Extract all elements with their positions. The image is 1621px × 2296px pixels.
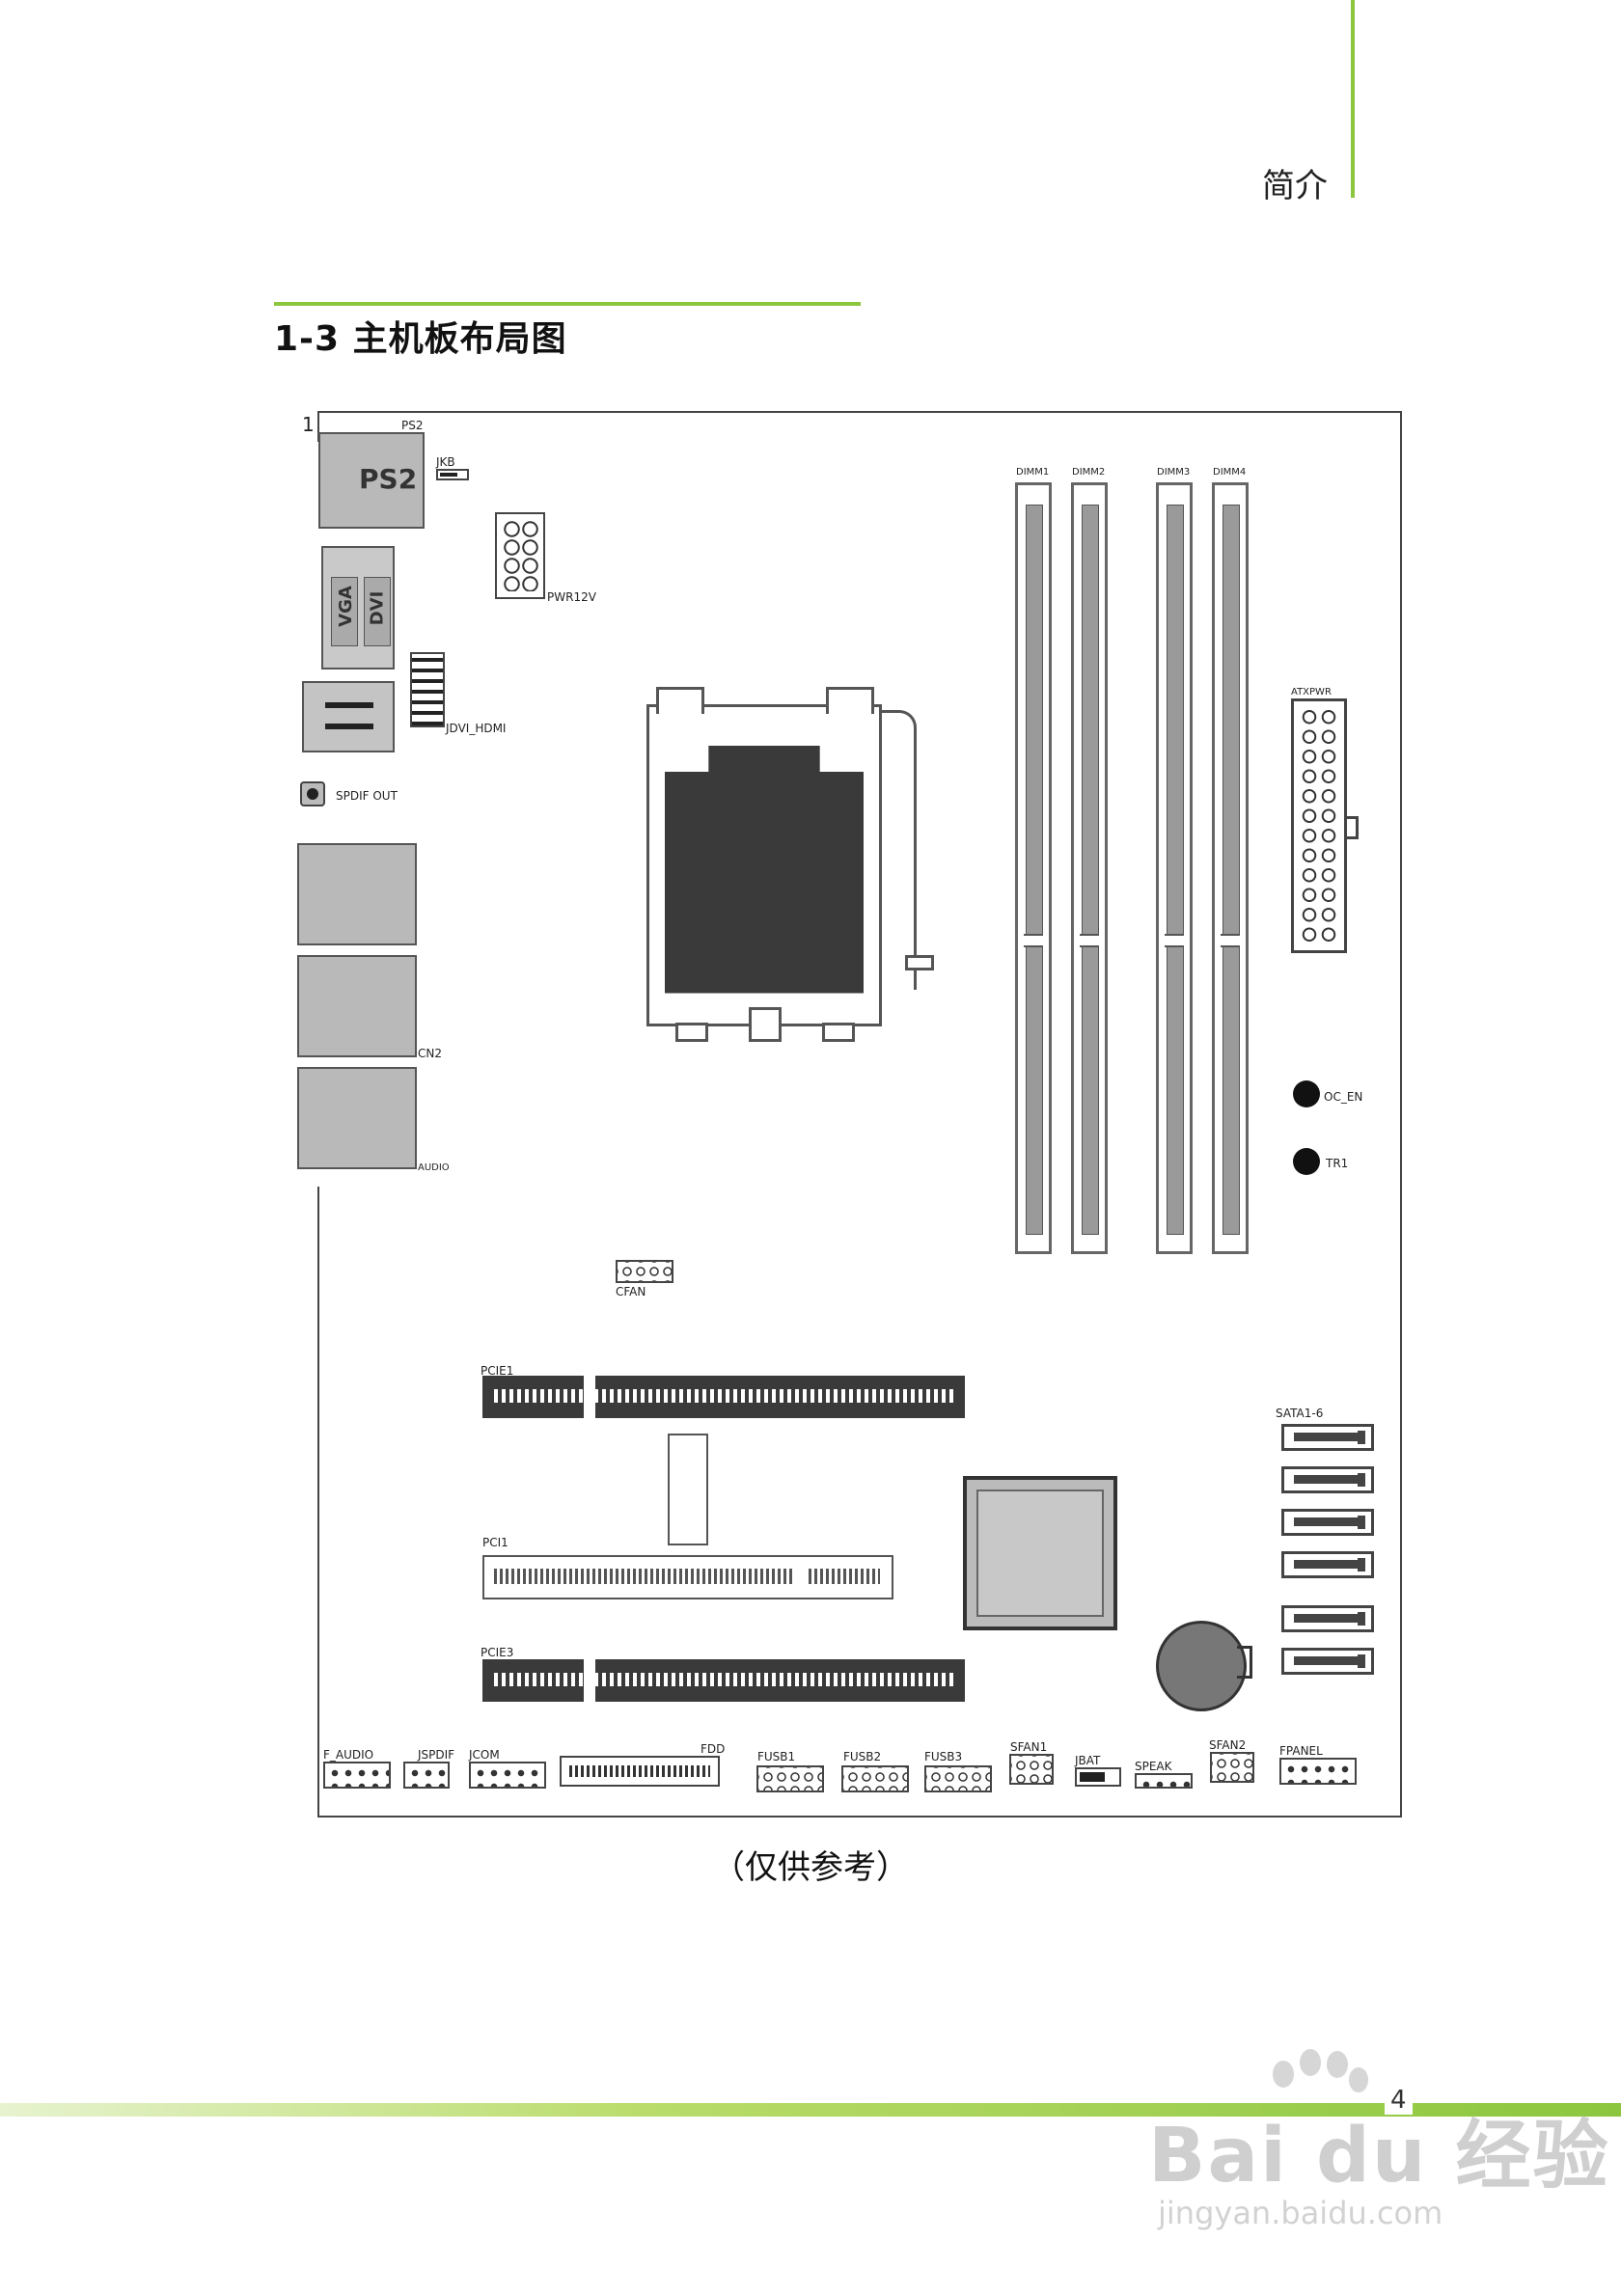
board-frame-right (1400, 411, 1402, 1818)
cfan-header (616, 1260, 673, 1283)
dimm2-label: DIMM2 (1072, 467, 1106, 478)
pcie3-slot (482, 1659, 965, 1702)
dvi-text: DVI (367, 590, 388, 626)
sata-port-3 (1281, 1509, 1374, 1536)
baidu-paw-icon (1273, 2049, 1368, 2092)
cfan-label: CFAN (616, 1285, 646, 1298)
rear-io-bracket (317, 411, 366, 442)
atx-power-connector (1291, 698, 1347, 953)
speak-label: SPEAK (1135, 1760, 1172, 1773)
chipset-heatsink (963, 1476, 1117, 1630)
dimm2-slot (1071, 482, 1108, 1254)
pci1-slot (482, 1555, 893, 1599)
section-title: 1-3 主机板布局图 (274, 319, 567, 359)
sata-port-1 (1281, 1424, 1374, 1451)
dimm1-label: DIMM1 (1016, 467, 1050, 478)
vga-dvi-port: VGA DVI (321, 546, 395, 670)
audio-label: AUDIO (418, 1162, 450, 1173)
figure-caption: （仅供参考） (712, 1848, 909, 1887)
spdif-out-label: SPDIF OUT (336, 789, 398, 803)
jdvi-hdmi-jumper (410, 652, 445, 727)
board-frame-left (317, 1187, 319, 1818)
f-audio-header (323, 1762, 391, 1789)
dimm4-label: DIMM4 (1213, 467, 1247, 478)
ps2-label: PS2 (401, 419, 424, 432)
board-frame-bottom (317, 1816, 1402, 1818)
sata-port-6 (1281, 1648, 1374, 1675)
tr1-label: TR1 (1326, 1157, 1349, 1170)
sata-label: SATA1-6 (1276, 1407, 1324, 1420)
jbat-label: JBAT (1075, 1754, 1101, 1767)
spdif-out-port (300, 781, 325, 806)
usb-stack-1 (297, 843, 417, 945)
sata-port-2 (1281, 1466, 1374, 1493)
oc-en-label: OC_EN (1324, 1090, 1363, 1104)
jdvi-hdmi-label: JDVI_HDMI (446, 722, 507, 735)
fusb1-header (756, 1765, 824, 1792)
jcom-header (469, 1762, 546, 1789)
cpu-socket-body (665, 746, 864, 994)
dimm3-slot (1156, 482, 1193, 1254)
oc-en-button[interactable] (1293, 1080, 1320, 1107)
jkb-jumper (436, 469, 469, 480)
hdmi-port (302, 681, 395, 752)
pwr12v-label: PWR12V (547, 590, 596, 604)
pci1-label: PCI1 (482, 1536, 508, 1549)
sata-port-4 (1281, 1551, 1374, 1578)
fusb3-header (924, 1765, 992, 1792)
jkb-label: JKB (436, 455, 455, 469)
page-number: 4 (1385, 2086, 1413, 2115)
tr1-sensor (1293, 1148, 1320, 1175)
jspdif-label: JSPDIF (418, 1748, 455, 1762)
fdd-label: FDD (701, 1742, 726, 1756)
fpanel-label: FPANEL (1279, 1744, 1323, 1758)
jcom-label: JCOM (469, 1748, 500, 1762)
pin1-marker: 1 (302, 413, 315, 436)
bios-chip (668, 1434, 708, 1545)
fusb3-label: FUSB3 (924, 1750, 963, 1763)
atxpwr-label: ATXPWR (1291, 687, 1332, 697)
dimm3-label: DIMM3 (1157, 467, 1191, 478)
vga-text: VGA (335, 586, 356, 627)
cpu-socket (646, 704, 882, 1026)
sfan1-header (1009, 1754, 1054, 1785)
fdd-connector (560, 1756, 720, 1787)
sfan2-label: SFAN2 (1209, 1738, 1247, 1752)
fusb2-label: FUSB2 (843, 1750, 882, 1763)
f-audio-label: F_AUDIO (323, 1748, 374, 1762)
watermark-url: jingyan.baidu.com (1158, 2195, 1443, 2231)
jbat-jumper (1075, 1767, 1121, 1787)
usb-stack-2 (297, 955, 417, 1057)
pcie1-label: PCIE1 (481, 1364, 514, 1378)
sfan2-header (1210, 1752, 1254, 1783)
cmos-battery (1156, 1621, 1247, 1711)
pcie3-label: PCIE3 (481, 1646, 514, 1659)
speak-header (1135, 1773, 1193, 1789)
ps2-port: PS2 (318, 432, 425, 529)
dimm1-slot (1015, 482, 1052, 1254)
fpanel-header (1279, 1758, 1357, 1785)
section-accent-line (274, 302, 861, 306)
dimm4-slot (1212, 482, 1249, 1254)
fusb2-header (841, 1765, 909, 1792)
chapter-title: 简介 (1262, 167, 1328, 205)
sata-port-5 (1281, 1605, 1374, 1632)
pcie1-slot (482, 1376, 965, 1418)
jspdif-header (403, 1762, 450, 1789)
ps2-port-text: PS2 (359, 463, 418, 495)
pwr12v-connector (495, 512, 545, 599)
audio-jack-stack (297, 1067, 417, 1169)
sfan1-label: SFAN1 (1010, 1740, 1048, 1754)
header-accent-line (1351, 0, 1355, 198)
footer-accent-line (0, 2103, 1621, 2117)
board-frame-top (317, 411, 1402, 413)
fusb1-label: FUSB1 (757, 1750, 796, 1763)
watermark-brand: Bai du 经验 (1148, 2113, 1610, 2200)
cn2-label: CN2 (418, 1047, 442, 1060)
